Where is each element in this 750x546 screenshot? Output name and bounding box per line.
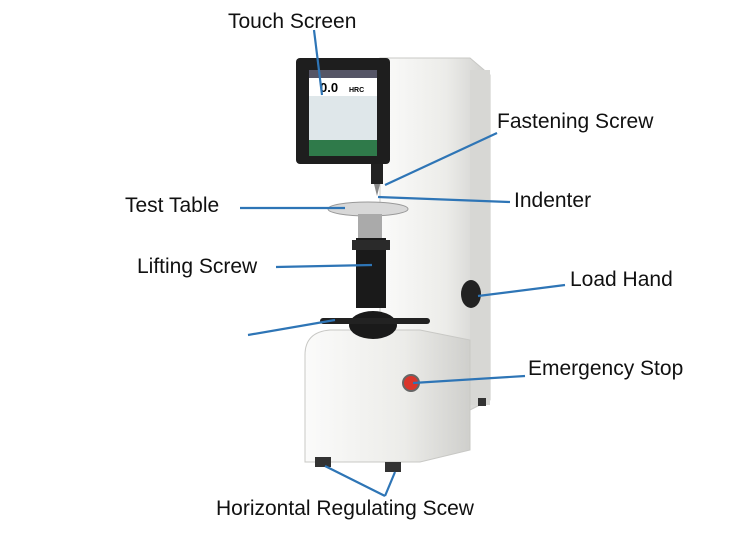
label-indenter: Indenter <box>514 189 592 212</box>
screen-unit: HRC <box>349 87 364 94</box>
leader-emergency-stop <box>412 374 526 385</box>
label-fastening-screw: Fastening Screw <box>497 110 654 133</box>
fastening-screw <box>371 164 383 184</box>
foot-right <box>385 462 401 472</box>
machine-base <box>304 329 471 463</box>
load-hand-knob <box>461 280 481 308</box>
leader-lifting-screw <box>275 263 373 269</box>
leader-fastening-screw <box>384 132 498 186</box>
foot-left <box>315 457 331 467</box>
leader-foot-right <box>383 471 397 497</box>
leader-handwheel <box>247 318 336 337</box>
label-horizontal-regulating-screw: Horizontal Regulating Scew <box>216 497 474 520</box>
label-touch-screen: Touch Screen <box>228 10 357 33</box>
indenter <box>374 184 380 196</box>
handwheel-hub <box>349 311 397 339</box>
label-lifting-screw: Lifting Screw <box>137 255 258 278</box>
leader-load-hand <box>477 283 566 298</box>
screen-reading: 0.0 <box>320 80 338 95</box>
label-emergency-stop: Emergency Stop <box>528 357 684 380</box>
leader-touch-screen <box>312 29 324 96</box>
leader-lines <box>240 29 566 497</box>
handwheel-bar <box>320 318 430 324</box>
leader-foot-left <box>324 465 386 497</box>
label-test-table: Test Table <box>125 194 220 217</box>
label-load-hand: Load Hand <box>570 268 673 291</box>
leader-indenter <box>377 195 511 204</box>
